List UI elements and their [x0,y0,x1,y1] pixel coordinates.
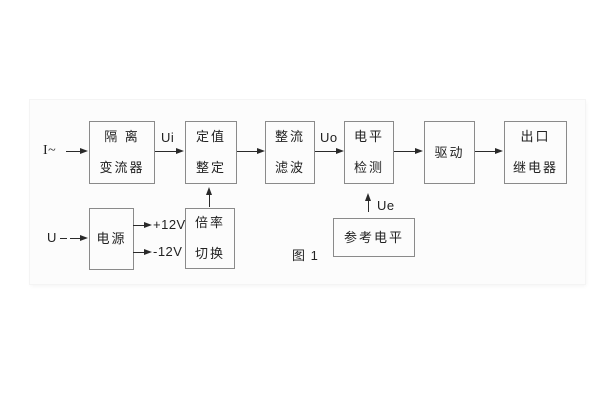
block-output-relay-line2: 继电器 [512,160,558,175]
arrow-ratio-to-setting [205,187,212,207]
arrow-voltage-input [70,234,88,241]
block-isolation-transformer-line1: 隔 离 [104,129,140,144]
block-level-detector-line2: 检测 [353,160,384,175]
block-setting-adjust-line1: 定值 [195,129,226,144]
block-driver: 驱动 [424,121,475,184]
label-ui: Ui [161,130,175,145]
block-level-detector: 电平 检测 [344,121,394,184]
block-ratio-switch: 倍率 切换 [185,208,235,269]
arrow-current-input [66,147,88,154]
label-plus-12v: +12V [153,217,186,232]
arrow-isolation-to-setting [155,147,184,154]
label-input-current: I~ [43,143,57,158]
block-setting-adjust-line2: 整定 [195,160,226,175]
block-output-relay: 出口 继电器 [504,121,567,184]
label-ue: Ue [377,198,395,213]
arrow-plus-rail [133,221,152,228]
block-isolation-transformer: 隔 离 变流器 [89,121,155,184]
block-reference-level-label: 参考电平 [343,229,404,245]
block-level-detector-line1: 电平 [353,129,384,144]
block-ratio-switch-line2: 切换 [194,246,225,261]
diagram-photo-area [30,100,585,284]
block-driver-label: 驱动 [434,144,465,160]
label-minus-12v: -12V [153,244,183,259]
arrow-level-to-driver [394,147,423,154]
arrow-minus-rail [133,248,152,255]
block-power-supply-label: 电源 [96,231,127,246]
line-voltage-input-dash [60,238,67,239]
block-rectifier-filter-line1: 整流 [274,129,305,144]
arrow-driver-to-relay [475,147,503,154]
block-rectifier-filter: 整流 滤波 [265,121,315,184]
label-uo: Uo [320,130,338,145]
label-input-voltage: U [47,230,57,245]
block-reference-level: 参考电平 [333,218,415,257]
block-output-relay-line1: 出口 [520,129,551,144]
block-isolation-transformer-line2: 变流器 [99,160,145,175]
block-power-supply: 电源 [89,208,134,270]
arrow-reference-to-level [364,193,371,212]
figure-caption: 图 1 [292,248,319,263]
block-ratio-switch-line1: 倍率 [194,215,225,230]
block-rectifier-filter-line2: 滤波 [274,160,305,175]
arrow-rectifier-to-level [315,147,344,154]
block-setting-adjust: 定值 整定 [185,121,237,184]
arrow-setting-to-rectifier [237,147,265,154]
